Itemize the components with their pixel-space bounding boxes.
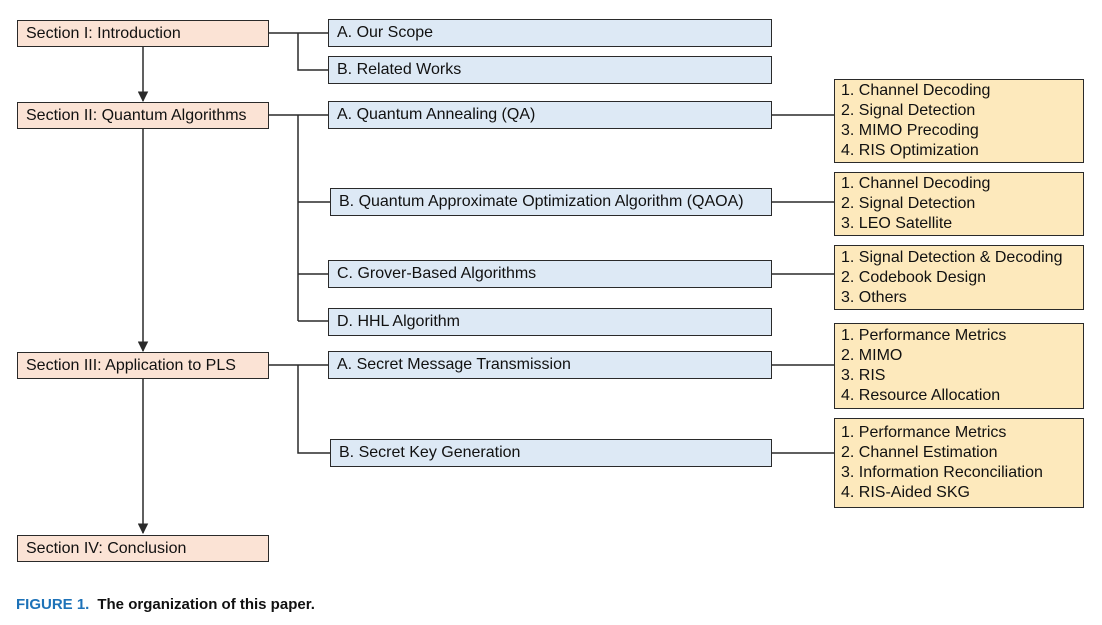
subsection-label: A. Our Scope <box>337 24 434 41</box>
subsection-secret-message-transmission: A. Secret Message Transmission <box>328 351 772 379</box>
section-application-to-pls: Section III: Application to PLS <box>17 352 269 379</box>
section-2-branches <box>268 114 330 322</box>
section-1-branches <box>268 32 328 71</box>
section-label: Section II: Quantum Algorithms <box>26 106 247 124</box>
subsection-label: D. HHL Algorithm <box>337 313 460 330</box>
topics-secret-key-generation: 1. Performance Metrics 2. Channel Estima… <box>834 418 1084 508</box>
topic-item: 2. Signal Detection <box>841 102 976 119</box>
section-quantum-algorithms: Section II: Quantum Algorithms <box>17 102 269 129</box>
figure-caption: FIGURE 1. The organization of this paper. <box>16 596 315 613</box>
topic-item: 2. Signal Detection <box>841 195 976 212</box>
topic-item: 3. Information Reconciliation <box>841 464 1043 481</box>
topics-quantum-annealing: 1. Channel Decoding 2. Signal Detection … <box>834 79 1084 163</box>
topic-item: 3. LEO Satellite <box>841 215 953 232</box>
topic-item: 4. RIS-Aided SKG <box>841 484 970 501</box>
section-3-branches <box>268 364 330 454</box>
topic-item: 4. RIS Optimization <box>841 142 979 159</box>
topic-item: 2. Channel Estimation <box>841 444 998 461</box>
figure-caption-text: The organization of this paper. <box>97 596 315 613</box>
section-label: Section IV: Conclusion <box>26 539 187 557</box>
subsection-secret-key-generation: B. Secret Key Generation <box>330 439 772 467</box>
subsection-grover-based: C. Grover-Based Algorithms <box>328 260 772 288</box>
topic-item: 4. Resource Allocation <box>841 387 1001 404</box>
section-introduction: Section I: Introduction <box>17 20 269 47</box>
topic-item: 3. Others <box>841 288 907 306</box>
topic-item: 3. MIMO Precoding <box>841 122 979 139</box>
subsection-label: A. Secret Message Transmission <box>337 356 571 373</box>
subsection-qaoa: B. Quantum Approximate Optimization Algo… <box>330 188 772 216</box>
section-conclusion: Section IV: Conclusion <box>17 535 269 562</box>
topic-item: 1. Channel Decoding <box>841 82 991 99</box>
topic-item: 2. Codebook Design <box>841 268 986 286</box>
topics-secret-message-transmission: 1. Performance Metrics 2. MIMO 3. RIS 4.… <box>834 323 1084 409</box>
topic-links <box>772 114 834 454</box>
section-label: Section III: Application to PLS <box>26 356 236 374</box>
subsection-our-scope: A. Our Scope <box>328 19 772 47</box>
subsection-related-works: B. Related Works <box>328 56 772 84</box>
subsection-label: B. Secret Key Generation <box>339 444 521 461</box>
topics-qaoa: 1. Channel Decoding 2. Signal Detection … <box>834 172 1084 236</box>
topic-item: 1. Performance Metrics <box>841 327 1007 344</box>
topic-item: 3. RIS <box>841 367 886 384</box>
subsection-label: C. Grover-Based Algorithms <box>337 265 537 282</box>
topic-item: 1. Performance Metrics <box>841 424 1007 441</box>
section-label: Section I: Introduction <box>26 24 181 42</box>
subsection-label: A. Quantum Annealing (QA) <box>337 106 536 123</box>
subsection-label: B. Quantum Approximate Optimization Algo… <box>339 193 744 210</box>
figure-label: FIGURE 1. <box>16 596 90 613</box>
subsection-quantum-annealing: A. Quantum Annealing (QA) <box>328 101 772 129</box>
subsection-label: B. Related Works <box>337 61 462 78</box>
topic-item: 1. Signal Detection & Decoding <box>841 248 1063 266</box>
topics-grover-based: 1. Signal Detection & Decoding 2. Codebo… <box>834 245 1084 310</box>
topic-item: 1. Channel Decoding <box>841 175 991 192</box>
subsection-hhl: D. HHL Algorithm <box>328 308 772 336</box>
topic-item: 2. MIMO <box>841 347 903 364</box>
